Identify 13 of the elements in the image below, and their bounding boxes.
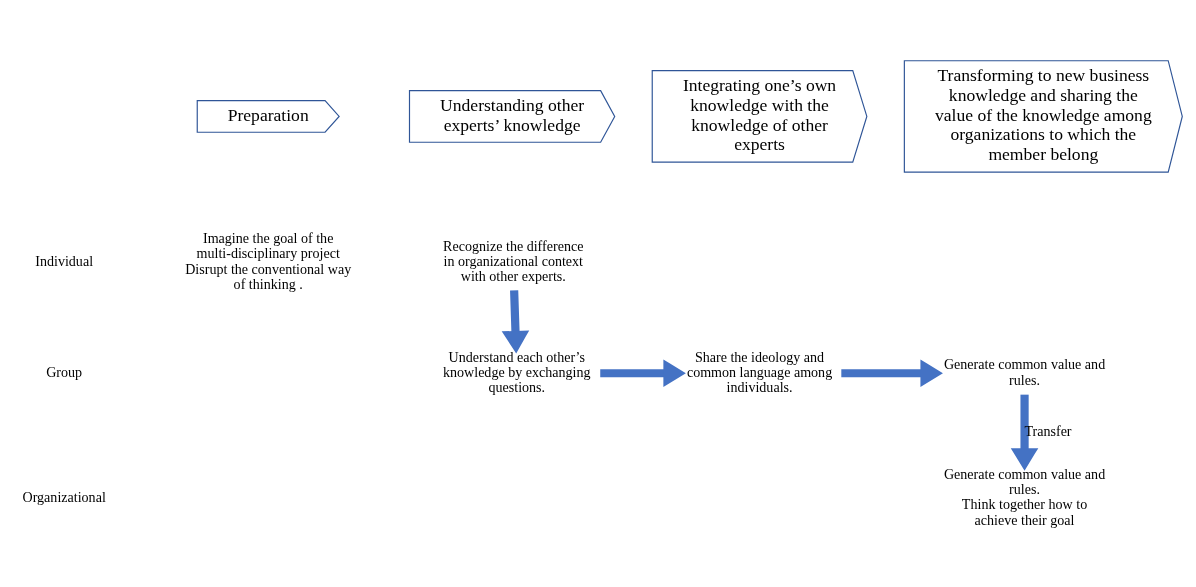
node-text: Recognize the difference in organizational context with other experts. <box>443 237 584 285</box>
label: Imagine the goal of the multi-disciplinary project Disrupt the conventional way of thinking . <box>185 230 352 292</box>
node-text: Understand each other’s knowledge by exchanging questions. <box>442 348 591 396</box>
label: Organizational <box>22 488 106 505</box>
label: Individual <box>35 253 94 270</box>
label: Group <box>46 363 83 380</box>
node-text: Share the ideology and common language among individuals. <box>686 348 833 396</box>
arrow <box>501 290 530 354</box>
arrow <box>841 359 943 388</box>
node-text: Generate common value and rules. <box>943 356 1106 388</box>
arrow <box>1010 394 1039 471</box>
node-text: Generate common value and rules. Think together how to achieve their goal <box>943 465 1106 528</box>
arrow <box>600 359 686 388</box>
